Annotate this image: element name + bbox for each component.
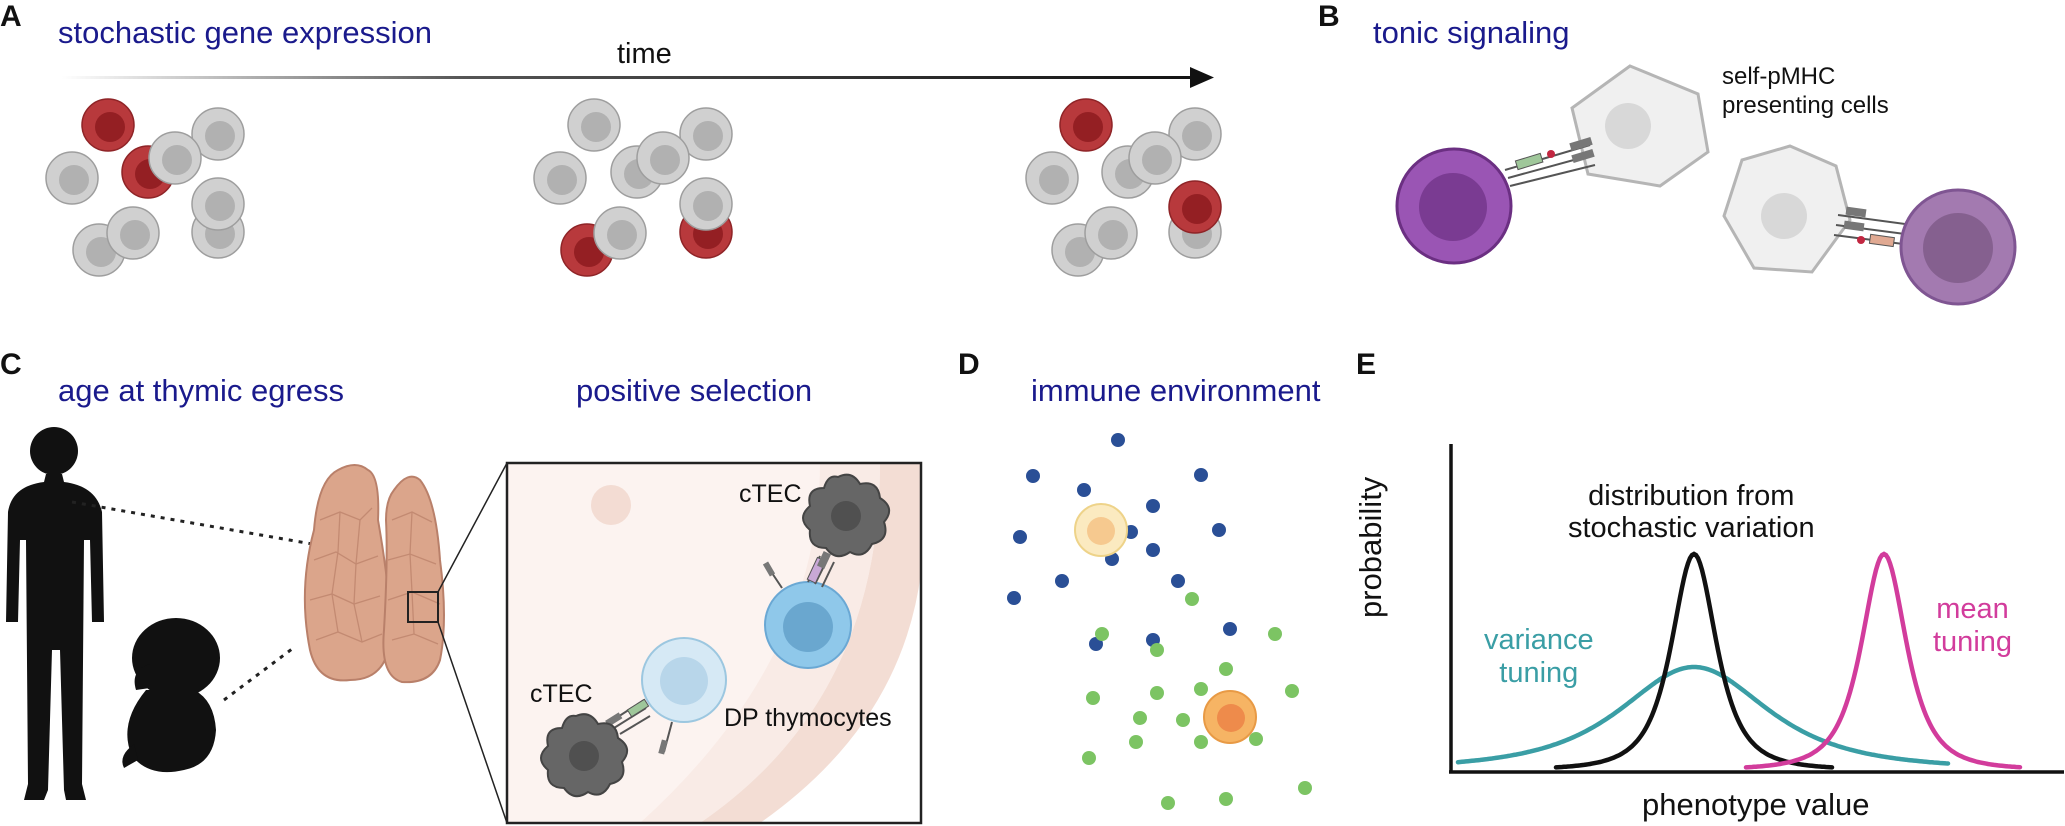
thymus-illustration bbox=[303, 464, 445, 684]
stochastic-distribution-curve bbox=[1553, 551, 1835, 770]
phenotype-curves bbox=[1455, 551, 2023, 770]
xlabel-phenotype: phenotype value bbox=[1642, 787, 1870, 822]
cell-cluster-3 bbox=[1025, 98, 1222, 277]
variance-tuning-curve bbox=[1455, 664, 1951, 766]
zoom-box bbox=[407, 591, 439, 623]
gray-cell bbox=[567, 98, 621, 152]
mean-tuning-curve bbox=[1743, 551, 2023, 770]
distribution-label: distribution from stochastic variation bbox=[1568, 480, 1815, 544]
phenotype-axes bbox=[1449, 444, 2064, 774]
mean-tuning-label: mean tuning bbox=[1933, 593, 2013, 658]
gray-cell bbox=[679, 177, 733, 231]
variance-tuning-label: variance tuning bbox=[1484, 624, 1594, 689]
panel-a-title: stochastic gene expression bbox=[58, 15, 432, 50]
panel-c-title-right: positive selection bbox=[576, 373, 813, 408]
gray-cell bbox=[1025, 151, 1079, 205]
gray-cell bbox=[593, 206, 647, 260]
red-cell bbox=[81, 98, 135, 152]
immune-environment bbox=[1007, 433, 1312, 810]
red-cell bbox=[1059, 98, 1113, 152]
panel-d-title: immune environment bbox=[1031, 373, 1321, 408]
tonic-signaling-pair-1 bbox=[1395, 64, 1710, 265]
gray-cell bbox=[636, 131, 690, 185]
blue-dots bbox=[1007, 433, 1237, 651]
adult-silhouette bbox=[6, 427, 104, 800]
panel-c-title-left: age at thymic egress bbox=[58, 373, 345, 408]
tonic-signaling-pair-2 bbox=[1722, 144, 2017, 306]
gray-cell bbox=[72, 223, 126, 277]
dotted-connector bbox=[71, 500, 319, 702]
positive-selection-inset bbox=[505, 461, 923, 825]
fetus-silhouette bbox=[122, 618, 220, 773]
ctec-top-label: cTEC bbox=[739, 480, 802, 508]
panel-letter-b: B bbox=[1318, 0, 1340, 33]
cell-cluster-1 bbox=[45, 98, 245, 277]
time-axis-label: time bbox=[617, 38, 672, 70]
gray-cell bbox=[148, 131, 202, 185]
gray-cell bbox=[106, 206, 160, 260]
gray-cell bbox=[45, 151, 99, 205]
panel-letter-e: E bbox=[1356, 348, 1377, 381]
green-dots bbox=[1082, 592, 1312, 810]
gray-cell bbox=[191, 107, 245, 161]
panel-letter-d: D bbox=[958, 348, 980, 381]
ylabel-probability: probability bbox=[1353, 476, 1388, 618]
gray-cell bbox=[679, 107, 733, 161]
dp-thymocytes-label: DP thymocytes bbox=[724, 704, 892, 732]
ctec-bottom-label: cTEC bbox=[530, 680, 593, 708]
zoom-lines bbox=[437, 462, 508, 824]
gray-cell bbox=[533, 151, 587, 205]
gray-cell bbox=[1128, 131, 1182, 185]
gray-cell bbox=[1084, 206, 1138, 260]
panel-letter-a: A bbox=[0, 0, 22, 33]
self-pmhc-label: self-pMHC presenting cells bbox=[1722, 63, 1889, 119]
cell-cluster-2 bbox=[533, 98, 733, 277]
panel-letter-c: C bbox=[0, 348, 22, 381]
gray-cell bbox=[1168, 107, 1222, 161]
gray-cell bbox=[191, 177, 245, 231]
red-cell bbox=[1168, 180, 1222, 234]
panel-b-title: tonic signaling bbox=[1373, 15, 1570, 50]
time-arrow bbox=[62, 67, 1214, 88]
